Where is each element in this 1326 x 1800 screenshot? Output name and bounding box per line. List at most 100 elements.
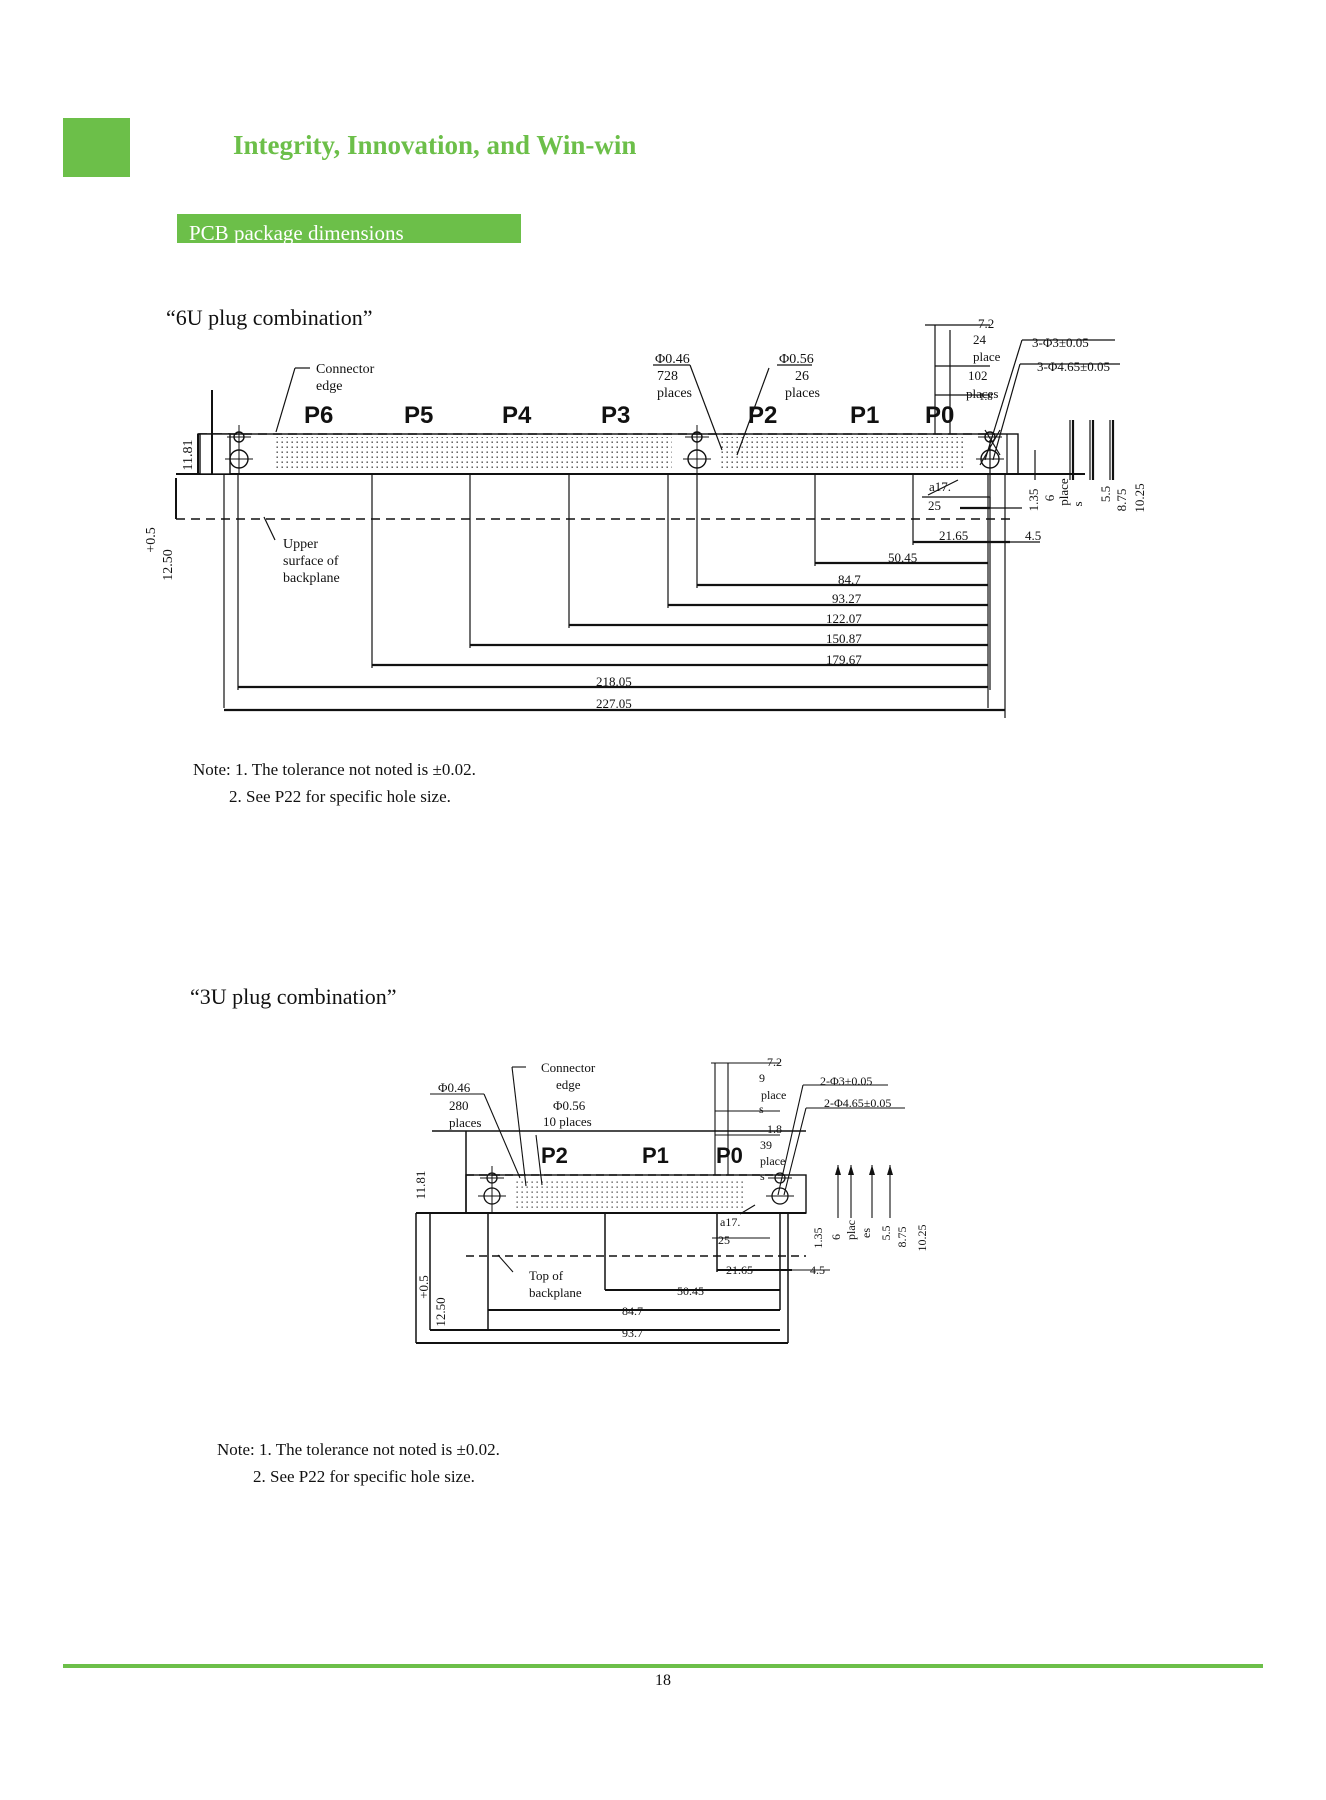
three-u-dim-39: 39 [760,1138,772,1152]
three-u-a17: a17. [720,1215,740,1229]
three-u-dim-s1: s [759,1102,764,1116]
three-u-arrows [835,1165,893,1175]
three-u-dim-6: 6 [829,1234,843,1240]
six-u-dim-4-5: 4.5 [1025,528,1041,543]
three-u-dim-8-75: 8.75 [895,1227,909,1248]
six-u-dim-7-2: 7.2 [978,316,994,331]
three-u-dim-84-7: 84.7 [622,1304,643,1318]
three-u-dim-s2: s [760,1169,765,1183]
three-u-dim-1-8: 1.8 [767,1122,782,1136]
three-u-connector-edge-1: Connector [541,1060,596,1075]
three-u-dim-12-50: 12.50 [433,1297,448,1326]
six-u-places-a: places [657,386,692,401]
six-u-label-p2: P2 [748,402,777,429]
six-u-a17: a17. [929,479,951,494]
six-u-hole-3: 3-Φ3±0.05 [1032,335,1089,350]
six-u-dim-1-8: 1.8 [979,391,993,403]
three-u-dim-plac-v: plac [844,1220,858,1240]
six-u-heading: “6U plug combination” [166,305,373,330]
three-u-connector-edge-2: edge [556,1077,581,1092]
three-u-hole-3: 2-Φ3±0.05 [820,1074,872,1088]
three-u-dim-es-v: es [859,1228,873,1238]
six-u-dim-s-v: s [1070,501,1085,506]
six-u-dim-218-05: 218.05 [596,674,632,689]
three-u-phi-056: Φ0.56 [553,1098,586,1113]
six-u-dim-227-05: 227.05 [596,696,632,711]
three-u-places-a: places [449,1115,481,1130]
three-u-note-line-2: 2. See P22 for specific hole size. [253,1467,475,1486]
six-u-places-26: 26 [795,369,809,384]
three-u-places-280: 280 [449,1098,469,1113]
six-u-label-p4: P4 [502,402,532,429]
six-u-pin-field-left [275,437,672,471]
three-u-dim-21-65: 21.65 [726,1263,753,1277]
six-u-phi-056: Φ0.56 [779,352,814,367]
three-u-pin-field [516,1178,746,1210]
six-u-note-line-1: Note: 1. The tolerance not noted is ±0.0… [193,760,476,779]
three-u-dim-5-5: 5.5 [879,1226,893,1241]
three-u-top-backplane-2: backplane [529,1285,582,1300]
six-u-note: Note: 1. The tolerance not noted is ±0.0… [193,756,476,810]
six-u-dim-1-35: 1.35 [1026,489,1041,512]
three-u-dim-9: 9 [759,1071,765,1085]
three-u-top-backplane-1: Top of [529,1268,564,1283]
three-u-heading: “3U plug combination” [190,984,397,1009]
six-u-drawing: 11.81 +0.5 12.50 Connector edge Upper su… [144,316,1147,718]
six-u-label-p1: P1 [850,402,879,429]
three-u-dim-93-7: 93.7 [622,1326,643,1340]
six-u-label-p5: P5 [404,402,433,429]
six-u-dim-102: 102 [968,368,988,383]
six-u-upper-surface-1: Upper [283,537,318,552]
six-u-dim-8-75: 8.75 [1114,489,1129,512]
three-u-dim-place: place [761,1088,786,1102]
six-u-dim-place-v: place [1056,478,1071,506]
six-u-dim-122-07: 122.07 [826,611,862,626]
six-u-dim-plus-0-5: +0.5 [144,527,159,552]
six-u-connector-edge-2: edge [316,379,342,394]
three-u-dim-50-45: 50.45 [677,1284,704,1298]
six-u-dim-12-50: 12.50 [161,549,176,581]
six-u-dim-84-7: 84.7 [838,572,861,587]
six-u-upper-surface-2: surface of [283,554,339,569]
three-u-dim-25: 25 [718,1233,730,1247]
three-u-label-p0: P0 [716,1143,743,1168]
three-u-dim-7-2: 7.2 [767,1055,782,1069]
three-u-drawing: 11.81 +0.5 12.50 Connector edge Top of b… [413,1055,929,1344]
three-u-dim-place2: place [760,1154,785,1168]
three-u-dim-1-35: 1.35 [811,1228,825,1249]
three-u-phi-046: Φ0.46 [438,1080,471,1095]
page-number: 18 [655,1672,671,1689]
six-u-dim-24: 24 [973,332,987,347]
three-u-dim-4-5: 4.5 [810,1263,825,1277]
three-u-dim-11-81: 11.81 [413,1171,428,1200]
six-u-dim-place: place [973,349,1001,364]
three-u-label-p2: P2 [541,1143,568,1168]
six-u-label-p0: P0 [925,402,954,429]
six-u-phi-046: Φ0.46 [655,352,690,367]
six-u-dim-150-87: 150.87 [826,631,862,646]
section-title-bar: PCB package dimensions [177,214,521,243]
six-u-upper-surface-3: backplane [283,571,340,586]
six-u-dim-93-27: 93.27 [832,591,862,606]
six-u-pin-field-right [720,437,965,471]
three-u-dim-plus-0-5: +0.5 [416,1275,431,1299]
six-u-dim-25: 25 [928,498,941,513]
six-u-places-728: 728 [657,369,678,384]
six-u-hole-465: 3-Φ4.65±0.05 [1037,359,1110,374]
six-u-dim-179-67: 179.67 [826,652,862,667]
six-u-label-p6: P6 [304,402,333,429]
three-u-label-p1: P1 [642,1143,669,1168]
six-u-dim-places-c: places [966,386,998,401]
six-u-left-end [199,433,231,475]
header-slogan: Integrity, Innovation, and Win-win [233,130,637,160]
footer-divider [63,1664,1263,1668]
six-u-dim-10-25: 10.25 [1132,483,1147,512]
header-green-block [63,118,130,177]
six-u-dim-5-5: 5.5 [1098,486,1113,502]
six-u-dim-50-45: 50.45 [888,550,917,565]
six-u-dim-6: 6 [1042,494,1057,501]
three-u-note-line-1: Note: 1. The tolerance not noted is ±0.0… [217,1440,500,1459]
three-u-dim-10-25: 10.25 [915,1225,929,1252]
six-u-connector-edge-1: Connector [316,362,375,377]
three-u-note: Note: 1. The tolerance not noted is ±0.0… [217,1436,500,1490]
